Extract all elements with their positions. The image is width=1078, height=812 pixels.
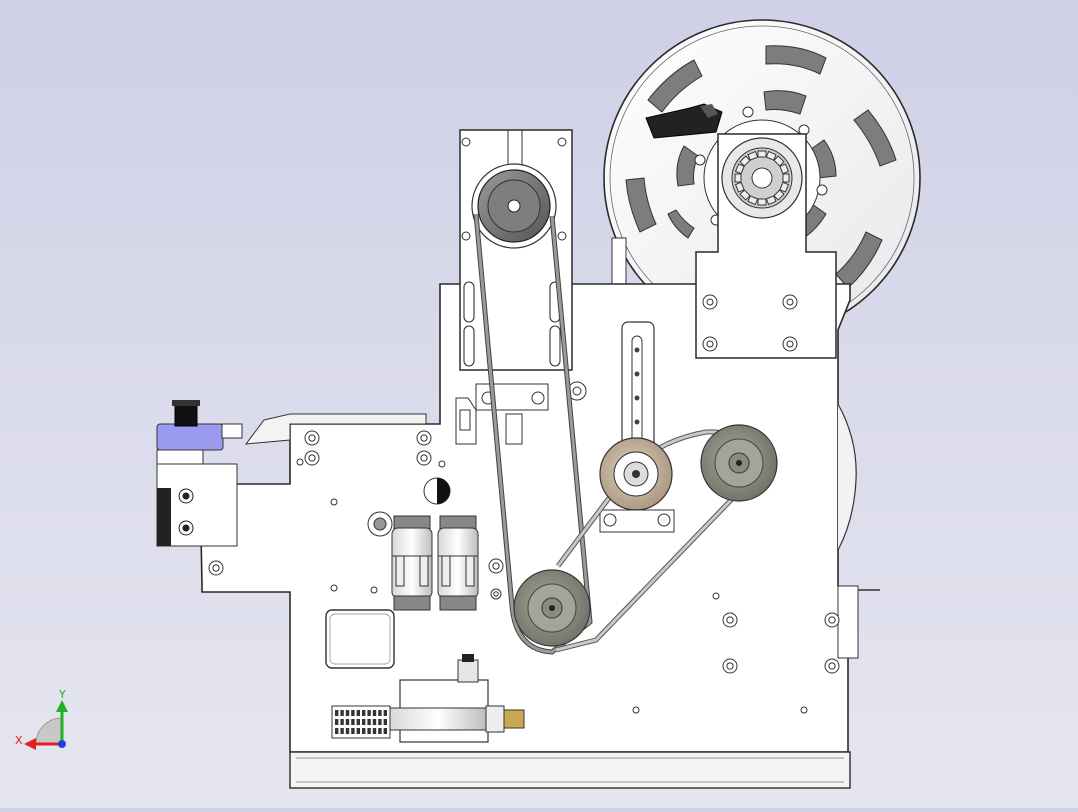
y-axis-arrow-head bbox=[56, 700, 68, 712]
screw-hole-inner bbox=[212, 564, 220, 572]
muffler-slot bbox=[345, 710, 350, 716]
muffler-slot bbox=[362, 710, 366, 716]
gear-tooth bbox=[747, 150, 759, 161]
gear-tooth bbox=[739, 189, 751, 201]
screw-hole-inner bbox=[493, 591, 499, 597]
screw-hole-inner bbox=[726, 662, 734, 670]
z-axis-dot bbox=[58, 740, 66, 748]
gear-tooth bbox=[757, 198, 767, 206]
screw-hole-inner bbox=[420, 434, 428, 442]
muffler-slot bbox=[362, 719, 366, 725]
dancer-arm bbox=[599, 321, 675, 533]
reel-inner-slots bbox=[667, 90, 837, 243]
gear-tooth bbox=[779, 163, 790, 175]
screw-hole bbox=[632, 706, 640, 714]
guide-cylinder-right bbox=[437, 515, 479, 611]
muffler-slot bbox=[383, 728, 387, 734]
muffler-slot bbox=[356, 728, 360, 734]
idler-roller-bottom bbox=[513, 569, 591, 647]
gear-tooth bbox=[773, 155, 785, 167]
guide-cylinders bbox=[367, 477, 479, 611]
tan-roller bbox=[599, 437, 673, 511]
muffler-slot bbox=[340, 728, 344, 734]
screw-hole-inner bbox=[726, 616, 734, 624]
gear-tooth bbox=[747, 195, 759, 206]
idler-roller-right bbox=[700, 424, 778, 502]
gear-tooth bbox=[734, 173, 742, 183]
muffler-grille bbox=[335, 710, 387, 734]
screw-hole-inner bbox=[308, 454, 316, 462]
gear-tooth bbox=[734, 163, 745, 175]
muffler-slot bbox=[383, 710, 387, 716]
muffler-slot bbox=[351, 710, 355, 716]
screw-hole bbox=[296, 458, 304, 466]
pneumatic-cylinder-left bbox=[156, 400, 243, 547]
muffler-slot bbox=[367, 719, 371, 725]
muffler-slot bbox=[356, 710, 360, 716]
screw-hole bbox=[330, 498, 338, 506]
screw-hole bbox=[330, 584, 338, 592]
muffler-slot bbox=[378, 719, 382, 725]
muffler-slot bbox=[356, 719, 360, 725]
drive-pulley bbox=[471, 163, 557, 249]
muffler-slot bbox=[367, 710, 371, 716]
muffler-slot bbox=[345, 719, 350, 725]
screw-hole-inner bbox=[420, 454, 428, 462]
muffler-slot bbox=[351, 719, 355, 725]
screw-hole bbox=[712, 592, 720, 600]
muffler-slot bbox=[372, 728, 377, 734]
x-axis-label: X bbox=[15, 734, 23, 747]
screw-hole-inner bbox=[308, 434, 316, 442]
gear-tooth bbox=[757, 150, 767, 158]
axis-triad: Y X bbox=[15, 688, 68, 750]
bottom-actuator bbox=[331, 654, 525, 743]
gear-tooth bbox=[739, 155, 751, 167]
screw-hole bbox=[370, 586, 378, 594]
muffler-slot bbox=[351, 728, 355, 734]
muffler-slot bbox=[340, 719, 344, 725]
screw-hole-inner bbox=[828, 662, 836, 670]
muffler-slot bbox=[383, 719, 387, 725]
muffler-slot bbox=[335, 728, 339, 734]
muffler-slot bbox=[335, 719, 339, 725]
gear-tooth bbox=[773, 189, 785, 201]
muffler-slot bbox=[340, 710, 344, 716]
screw-hole bbox=[800, 706, 808, 714]
reel-lever bbox=[645, 103, 723, 139]
gear-tooth bbox=[765, 195, 777, 206]
screw-hole-inner bbox=[828, 616, 836, 624]
gear-tooth bbox=[765, 150, 777, 161]
muffler-slot bbox=[367, 728, 371, 734]
muffler-slot bbox=[362, 728, 366, 734]
reel-gear bbox=[734, 150, 790, 206]
reel-mount-bracket bbox=[695, 133, 837, 359]
muffler-slot bbox=[335, 710, 339, 716]
y-axis-label: Y bbox=[58, 688, 66, 701]
gear-tooth bbox=[782, 173, 790, 183]
muffler-slot bbox=[378, 728, 382, 734]
guide-cylinder-left bbox=[391, 515, 433, 611]
screw-hole bbox=[438, 460, 446, 468]
gear-tooth bbox=[779, 181, 790, 193]
gear-tooth bbox=[734, 181, 745, 193]
muffler-slot bbox=[372, 710, 377, 716]
muffler-slot bbox=[345, 728, 350, 734]
reel-outer-slots bbox=[625, 45, 897, 289]
screw-hole-inner bbox=[492, 562, 500, 570]
main-plate bbox=[199, 283, 880, 789]
muffler-slot bbox=[372, 719, 377, 725]
muffler-slot bbox=[378, 710, 382, 716]
x-axis-arrow-head bbox=[24, 738, 36, 750]
